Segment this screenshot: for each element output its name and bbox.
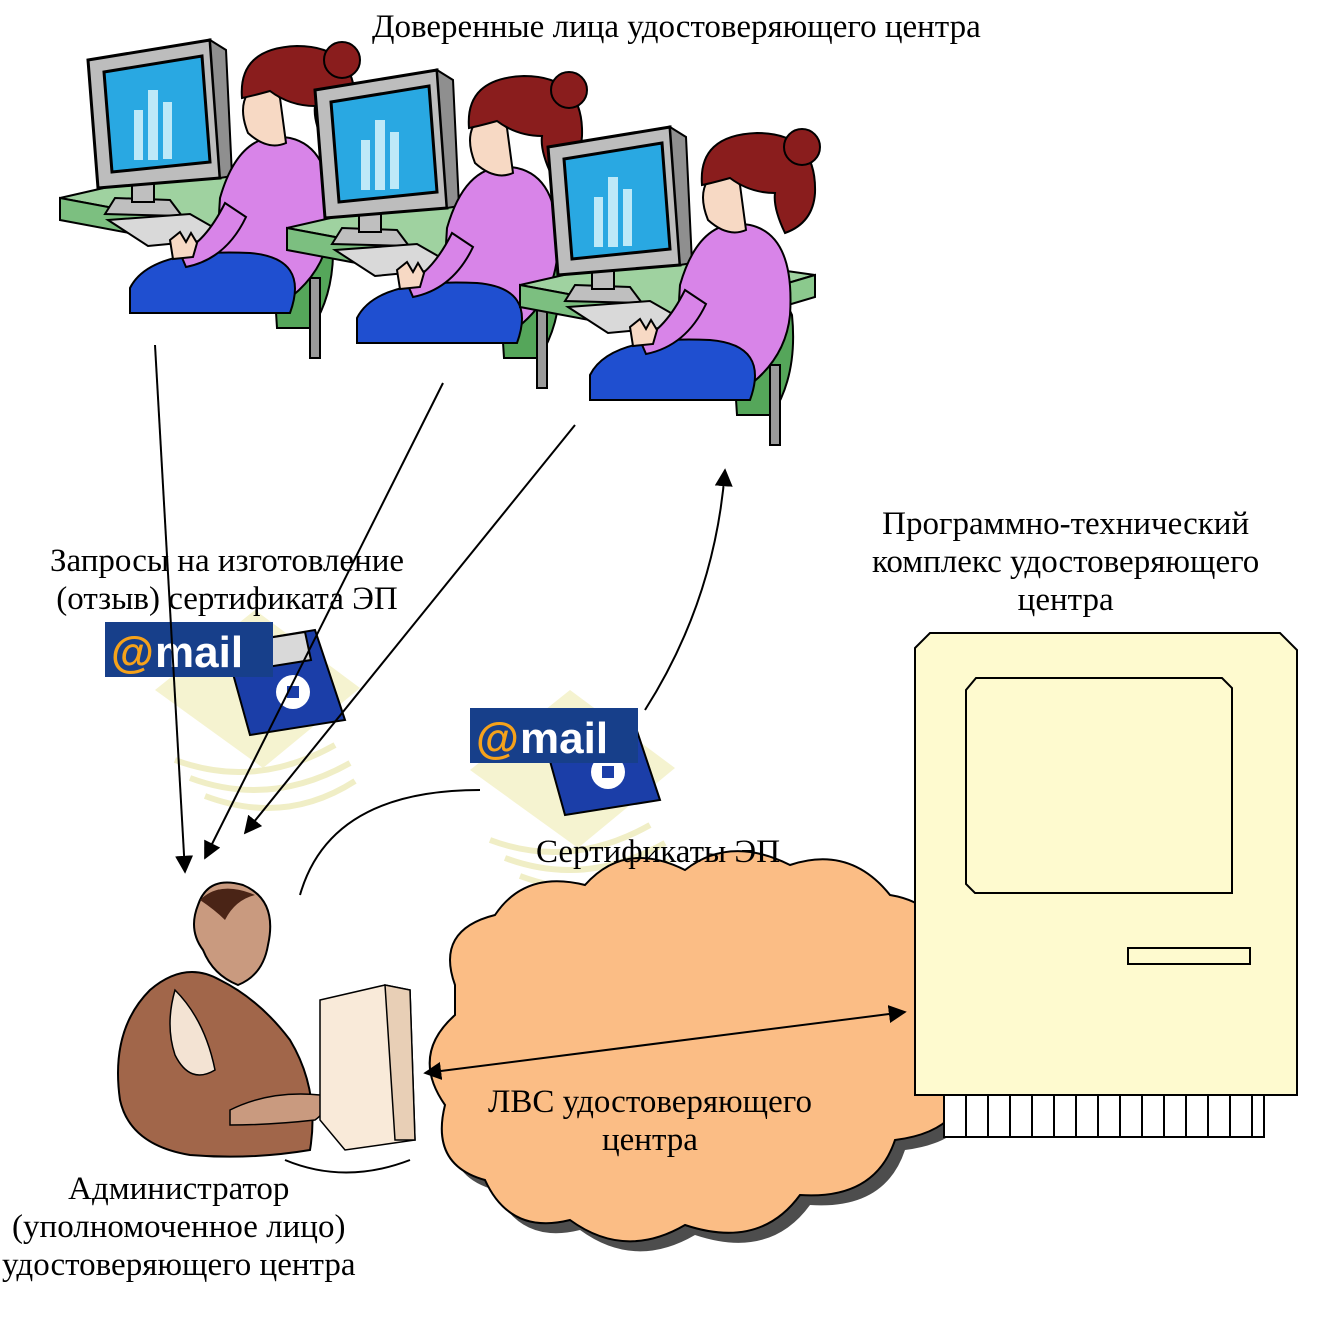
operator-workstation-icon <box>518 125 822 447</box>
server-icon <box>914 632 1298 1138</box>
requests-label-line-1: Запросы на изготовление <box>50 543 405 579</box>
trusted-persons-title-text: Доверенные лица удостоверяющего центра <box>372 9 981 45</box>
requests-label: Запросы на изготовление (отзыв) сертифик… <box>50 542 404 618</box>
admin-label: Администратор (уполномоченное лицо) удос… <box>2 1170 356 1284</box>
lan-link-arrow <box>423 1005 907 1080</box>
operator-workstation-icon <box>285 68 589 390</box>
mail-word: mail <box>155 628 243 677</box>
certificates-label-text: Сертификаты ЭП <box>536 834 781 870</box>
complex-label-line-1: Программно-технический <box>882 506 1250 542</box>
request-arrow <box>243 424 576 835</box>
operator-workstation-icon <box>58 38 362 360</box>
complex-label-line-2: комплекс удостоверяющего <box>872 544 1260 580</box>
admin-label-line-1: Администратор <box>68 1171 290 1207</box>
certificate-arrow <box>644 468 733 711</box>
request-arrows <box>154 344 907 1080</box>
mail-logo-icon: @ mail <box>470 708 638 763</box>
trusted-persons-title: Доверенные лица удостоверяющего центра <box>372 8 981 46</box>
request-arrow <box>154 344 194 874</box>
lan-label-line-2: центра <box>602 1122 698 1158</box>
lan-label-line-1: ЛВС удостоверяющего <box>488 1084 812 1120</box>
mail-word: mail <box>520 714 608 763</box>
cloud-icon <box>428 850 987 1252</box>
admin-label-line-3: удостоверяющего центра <box>2 1247 356 1283</box>
certificate-flow-line <box>299 789 481 896</box>
admin-label-line-2: (уполномоченное лицо) <box>12 1209 346 1245</box>
request-arrow <box>204 382 444 860</box>
complex-label: Программно-технический комплекс удостове… <box>872 505 1259 619</box>
lan-label: ЛВС удостоверяющего центра <box>488 1083 812 1159</box>
complex-label-line-3: центра <box>1017 582 1114 618</box>
administrator-icon <box>117 881 416 1174</box>
certificates-label: Сертификаты ЭП <box>536 833 780 871</box>
requests-label-line-2: (отзыв) сертификата ЭП <box>56 581 398 617</box>
mail-logo-icon: @ mail <box>105 622 273 677</box>
mail-at-sign: @ <box>476 714 519 763</box>
mail-at-sign: @ <box>111 628 154 677</box>
